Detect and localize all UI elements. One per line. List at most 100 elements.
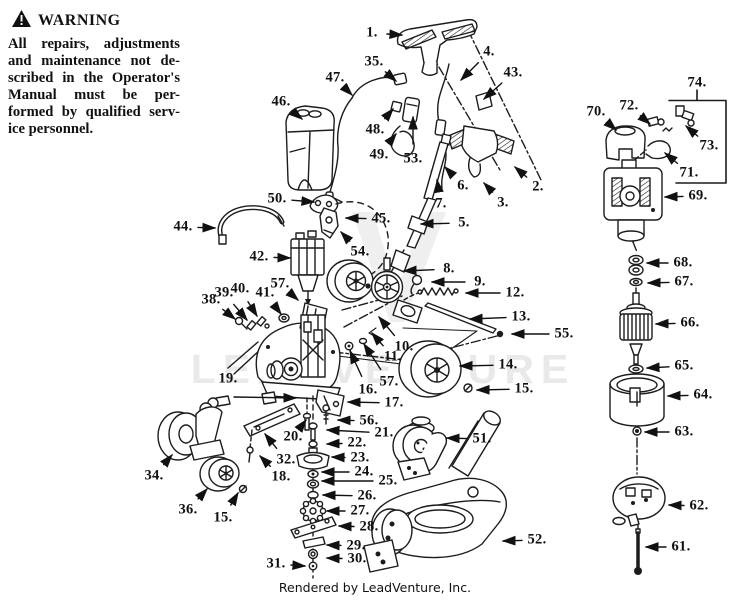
callout-72: 72. — [619, 97, 639, 114]
part-ball-63 — [632, 426, 642, 436]
callout-arrow-65 — [645, 362, 670, 373]
part-bracket-45 — [319, 207, 339, 239]
callout-3: 3. — [497, 194, 509, 211]
callout-53: 53. — [403, 150, 423, 167]
callout-arrow-70 — [603, 117, 618, 131]
part-plate-32 — [243, 403, 301, 437]
callout-8: 8. — [443, 260, 455, 277]
part-switch-cap-70 — [605, 125, 646, 161]
callout-73: 73. — [699, 137, 719, 154]
callout-arrow-42 — [273, 252, 292, 263]
part-clamp-50 — [309, 194, 343, 214]
callout-28: 28. — [359, 518, 379, 535]
callout-arrow-62 — [667, 500, 685, 511]
callout-arrow-51 — [445, 433, 468, 444]
callout-arrow-52 — [501, 535, 523, 546]
callout-arrow-3 — [483, 181, 497, 196]
callout-43: 43. — [503, 64, 523, 81]
part-cover-46 — [285, 105, 335, 191]
part-hub-8 — [370, 257, 404, 304]
part-motor-cup-64 — [609, 373, 665, 427]
callout-51: 51. — [472, 430, 492, 447]
callout-1: 1. — [366, 24, 378, 41]
callout-48: 48. — [365, 121, 385, 138]
callout-57: 57. — [270, 275, 290, 292]
watermark-text: LEADVENTURE — [191, 346, 576, 392]
callout-arrow-17 — [346, 397, 380, 408]
callout-5: 5. — [458, 214, 470, 231]
callout-65: 65. — [674, 357, 694, 374]
callout-30: 30. — [347, 550, 367, 567]
callout-39: 39. — [214, 284, 234, 301]
callout-68: 68. — [673, 254, 693, 271]
callout-69: 69. — [688, 187, 708, 204]
callout-arrow-7 — [434, 178, 444, 194]
callout-arrow-39 — [233, 303, 248, 322]
callout-41: 41. — [255, 284, 275, 301]
callout-arrow-16 — [349, 349, 363, 378]
part-caster-wheel-36 — [199, 456, 248, 494]
callout-17: 17. — [384, 394, 404, 411]
callout-34: 34. — [144, 467, 164, 484]
callout-66: 66. — [680, 314, 700, 331]
callout-arrow-67 — [646, 277, 670, 288]
callout-26: 26. — [357, 487, 377, 504]
callout-64: 64. — [693, 386, 713, 403]
part-wire-handle-44 — [217, 205, 285, 245]
callout-71: 71. — [679, 164, 699, 181]
callout-arrow-49 — [384, 132, 397, 147]
callout-arrow-38 — [222, 307, 237, 320]
callout-20: 20. — [283, 428, 303, 445]
callout-arrow-64 — [666, 390, 689, 401]
callout-63: 63. — [674, 423, 694, 440]
callout-arrow-56 — [336, 415, 355, 426]
part-screw-56 — [322, 404, 330, 425]
callout-arrow-11 — [371, 331, 384, 347]
part-washer-65 — [628, 364, 644, 374]
part-handle-bracket — [447, 125, 515, 178]
warning-line: formed by qualified serv- — [8, 103, 180, 120]
callout-arrow-20 — [294, 418, 307, 433]
callout-arrow-14 — [458, 360, 494, 371]
part-washers-68-67 — [628, 254, 644, 287]
callout-47: 47. — [325, 69, 345, 86]
callout-arrow-28 — [337, 521, 355, 532]
callout-74: 74. — [687, 74, 707, 91]
callout-19: 19. — [218, 370, 238, 387]
callout-13: 13. — [511, 308, 531, 325]
part-caster-34 — [157, 395, 231, 461]
warning-line: ice personnel. — [8, 120, 94, 137]
callout-arrow-19 — [233, 392, 298, 403]
callout-2: 2. — [532, 178, 544, 195]
warning-line: scribed in the Operator's — [8, 69, 180, 86]
callout-arrow-57 — [363, 342, 382, 371]
callout-18: 18. — [271, 468, 291, 485]
callout-29: 29. — [346, 537, 366, 554]
callout-14: 14. — [498, 356, 518, 373]
warning-line: All repairs, adjustments — [8, 36, 180, 52]
warning-title: WARNING — [38, 12, 121, 29]
callout-46: 46. — [271, 93, 291, 110]
callout-52: 52. — [527, 531, 547, 548]
callout-27: 27. — [350, 502, 370, 519]
callout-10: 10. — [394, 338, 414, 355]
callout-arrow-6 — [444, 165, 458, 180]
part-bracket-17 — [315, 389, 345, 417]
part-wheel-left — [326, 201, 389, 303]
callout-31: 31. — [266, 555, 286, 572]
callout-arrow-32 — [264, 432, 278, 450]
callout-arrow-72 — [637, 112, 652, 125]
callout-arrow-47 — [339, 82, 353, 96]
part-screw-18 — [246, 429, 254, 463]
callout-arrow-57 — [285, 287, 300, 301]
part-link-rod-13 — [424, 302, 504, 338]
callout-arrow-44 — [197, 222, 217, 233]
callout-70: 70. — [586, 103, 606, 120]
part-motor-housing-69 — [603, 159, 663, 242]
callout-arrow-41 — [269, 301, 282, 316]
part-wheel-right — [398, 340, 473, 398]
